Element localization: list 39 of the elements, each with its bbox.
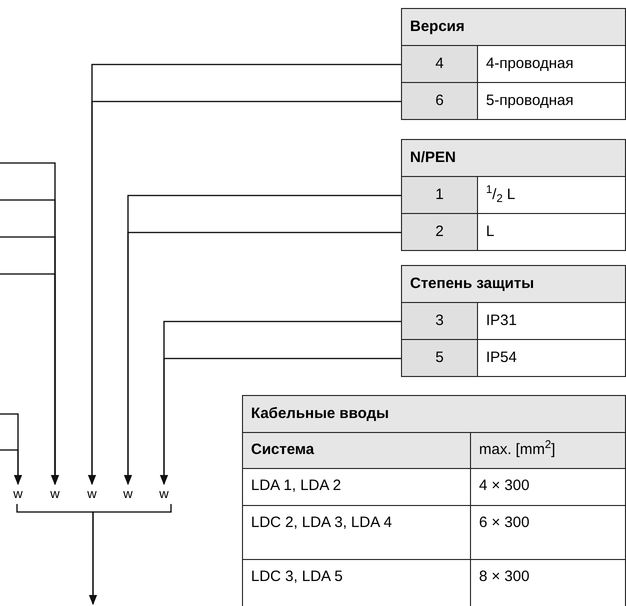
code-cell: 1 — [402, 177, 478, 213]
terminal-label: w — [86, 486, 98, 502]
value-cell-text: IP54 — [485, 348, 518, 368]
connector-arrow — [160, 358, 401, 485]
option-table — [401, 8, 626, 120]
table-header: N/PEN — [402, 140, 625, 177]
column-header: Система — [243, 433, 471, 468]
code-cell: 3 — [402, 303, 478, 339]
value-cell-text: 5-проводная — [485, 90, 574, 111]
code-cell: 6 — [402, 83, 478, 119]
value-cell-text: 4-проводная — [485, 54, 574, 74]
terminal-label: w — [122, 486, 134, 502]
terminal-label: w — [49, 486, 61, 502]
value-cell-text: L — [485, 222, 496, 242]
table-header: Версия — [402, 9, 625, 46]
terminal-label: w — [12, 486, 24, 502]
table-row — [402, 303, 625, 340]
value-cell-text: $^{1}$/$_{2}$ L — [485, 183, 516, 207]
table-cell: LDC 2, LDA 3, LDA 4 — [243, 506, 471, 559]
code-cell: 5 — [402, 340, 478, 376]
table-cell: LDA 1, LDA 2 — [243, 469, 471, 505]
table-row — [402, 46, 625, 83]
table-header: Кабельные вводы — [243, 396, 625, 433]
table-cell-text: 8 × 300 — [478, 567, 530, 587]
code-cell: 2 — [402, 214, 478, 250]
connector-arrow — [89, 504, 172, 605]
table-cell-text: 4 × 300 — [478, 476, 530, 496]
table-cell-text: 6 × 300 — [478, 513, 530, 533]
terminal-label: w — [158, 486, 170, 502]
column-header: max. [mm$^{2}$] — [478, 438, 556, 460]
value-cell-text: IP31 — [485, 310, 518, 331]
table-row — [402, 177, 625, 214]
option-table — [401, 139, 626, 251]
code-cell: 4 — [402, 46, 478, 82]
table-cell: LDC 3, LDA 5 — [243, 560, 471, 606]
option-table — [401, 265, 626, 377]
connector-arrow — [0, 449, 22, 485]
table-header: Степень защиты — [402, 266, 625, 303]
cable-entry-table — [242, 395, 626, 606]
